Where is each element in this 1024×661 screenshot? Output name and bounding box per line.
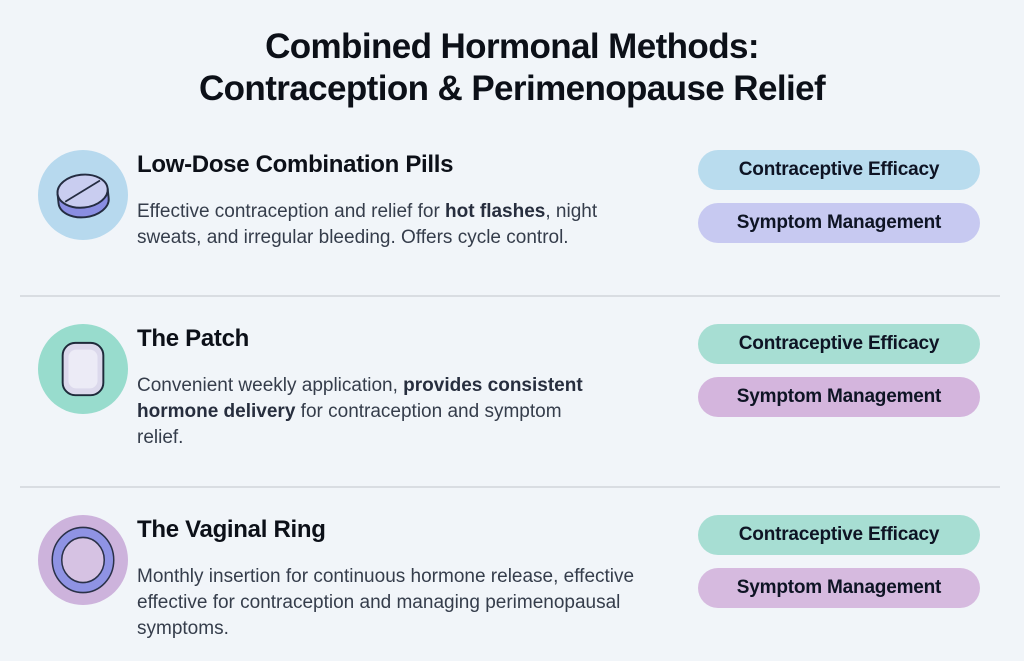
pill-icon xyxy=(38,150,128,240)
method-description: Effective contraception and relief for h… xyxy=(137,199,652,251)
ring-icon xyxy=(38,515,128,605)
method-description: Convenient weekly application, provides … xyxy=(137,373,585,451)
contraceptive-efficacy-badge: Contraceptive Efficacy xyxy=(698,515,980,555)
badge-column: Contraceptive Efficacy Symptom Managemen… xyxy=(698,515,980,608)
row-divider xyxy=(20,295,1000,297)
page-title-line-2: Contraception & Perimenopause Relief xyxy=(198,69,826,108)
method-text-block: The Vaginal Ring Monthly insertion for c… xyxy=(137,515,698,661)
desc-bold: provides consistent hormone delivery xyxy=(137,375,583,422)
desc-pre: Effective contraception and relief for xyxy=(137,201,446,222)
page-header: Combined Hormonal Methods: Contraception… xyxy=(0,26,1024,110)
method-row-pills: Low-Dose Combination Pills Effective con… xyxy=(0,150,1024,270)
patch-icon xyxy=(38,324,128,414)
symptom-management-badge: Symptom Management xyxy=(698,568,980,608)
method-description: Monthly insertion for continuous hormone… xyxy=(137,564,672,642)
method-text-block: Low-Dose Combination Pills Effective con… xyxy=(137,150,698,270)
badge-column: Contraceptive Efficacy Symptom Managemen… xyxy=(698,150,980,243)
desc-pre: Monthly insertion for continuous hormone… xyxy=(137,566,635,639)
method-text-block: The Patch Convenient weekly application,… xyxy=(137,324,698,470)
method-row-ring: The Vaginal Ring Monthly insertion for c… xyxy=(0,515,1024,661)
page-title-line-1: Combined Hormonal Methods: xyxy=(265,27,759,66)
desc-bold: hot flashes xyxy=(445,201,546,222)
method-name: The Vaginal Ring xyxy=(137,516,326,543)
row-divider xyxy=(20,486,1000,488)
contraceptive-efficacy-badge: Contraceptive Efficacy xyxy=(698,324,980,364)
page-title: Combined Hormonal Methods: Contraception… xyxy=(0,26,1024,110)
symptom-management-badge: Symptom Management xyxy=(698,377,980,417)
method-name: The Patch xyxy=(137,325,249,352)
desc-pre: Convenient weekly application, xyxy=(137,375,404,396)
method-name: Low-Dose Combination Pills xyxy=(137,151,454,178)
contraceptive-efficacy-badge: Contraceptive Efficacy xyxy=(698,150,980,190)
desc-post: , night sweats, and irregular bleeding. … xyxy=(137,201,598,248)
symptom-management-badge: Symptom Management xyxy=(698,203,980,243)
desc-post: for contraception and symptom relief. xyxy=(137,401,562,448)
method-row-patch: The Patch Convenient weekly application,… xyxy=(0,324,1024,470)
badge-column: Contraceptive Efficacy Symptom Managemen… xyxy=(698,324,980,417)
